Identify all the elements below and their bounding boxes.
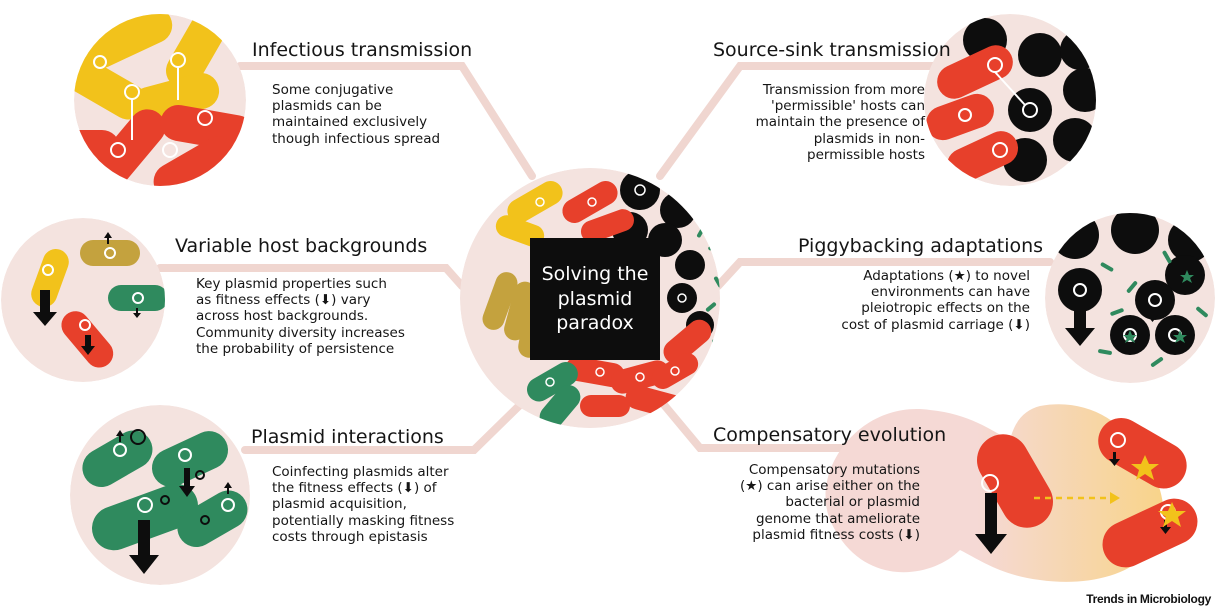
panel-desc-infectious: Some conjugative plasmids can be maintai… [272, 82, 441, 147]
variable-host-image [1, 218, 165, 382]
panel-title-piggybacking: Piggybacking adaptations [798, 235, 1044, 257]
connector-variable-host [156, 264, 466, 290]
center-title-box: Solving the plasmid paradox [530, 238, 660, 360]
connector-infectious [236, 62, 536, 180]
panel-title-compensatory: Compensatory evolution [713, 424, 947, 446]
piggybacking-image [1045, 213, 1215, 383]
panel-desc-source-sink: Transmission from more 'permissible' hos… [755, 82, 925, 163]
journal-logo: Trends in Microbiology [1086, 592, 1211, 606]
panel-desc-compensatory: Compensatory mutations (★) can arise eit… [740, 462, 920, 543]
compensatory-evolution-image [825, 404, 1198, 582]
connector-piggybacking [714, 258, 1054, 290]
panel-title-source-sink: Source-sink transmission [713, 39, 951, 61]
plasmid-interactions-image [70, 405, 250, 585]
panel-desc-variable-host: Key plasmid properties such as fitness e… [196, 276, 405, 357]
infectious-transmission-image [74, 14, 246, 186]
panel-desc-plasmid-interactions: Coinfecting plasmids alter the fitness e… [272, 464, 455, 545]
panel-title-infectious: Infectious transmission [252, 39, 473, 61]
connector-plasmid-interactions [241, 396, 529, 454]
center-title: Solving the plasmid paradox [541, 262, 649, 335]
panel-desc-piggybacking: Adaptations (★) to novel environments ca… [841, 268, 1030, 333]
connector-source-sink [656, 62, 939, 180]
panel-title-variable-host: Variable host backgrounds [175, 235, 428, 257]
panel-title-plasmid-interactions: Plasmid interactions [251, 426, 444, 448]
